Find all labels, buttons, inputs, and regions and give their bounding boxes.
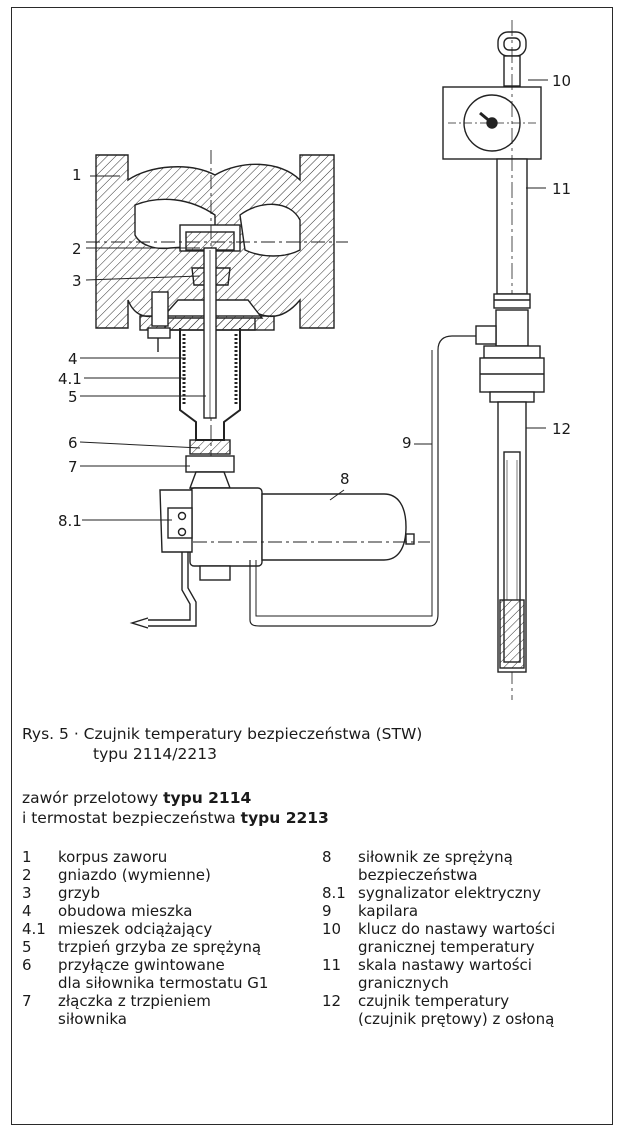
callout-12: 12 — [552, 420, 572, 438]
legend-text: grzyb — [58, 884, 318, 902]
scale-box — [442, 86, 542, 160]
legend-item: 5 trzpień grzyba ze sprężyną — [22, 938, 318, 956]
callout-10: 10 — [552, 72, 572, 90]
legend-item: 3 grzyb — [22, 884, 318, 902]
legend-text: obudowa mieszka — [58, 902, 318, 920]
legend-text-line: gniazdo (wymienne) — [58, 866, 211, 884]
sensor-well — [497, 401, 527, 673]
legend-number: 10 — [322, 920, 342, 938]
callout-4: 4 — [68, 350, 78, 368]
callout-1: 1 — [72, 166, 82, 184]
caption-line-2: typu 2114/2213 — [93, 745, 217, 763]
legend-text-line: mieszek odciążający — [58, 920, 213, 938]
legend-text-line: przyłącze gwintowane — [58, 956, 225, 974]
legend-text-line: klucz do nastawy wartości — [358, 920, 556, 938]
callout-7: 7 — [68, 458, 78, 476]
figure-subtitle: zawór przelotowy typu 2114 i termostat b… — [22, 788, 582, 828]
legend-text-line: dla siłownika termostatu G1 — [58, 974, 269, 992]
callout-9: 9 — [402, 434, 412, 452]
legend-item: 4.1 mieszek odciążający — [22, 920, 318, 938]
legend-text: gniazdo (wymienne) — [58, 866, 318, 884]
legend-text-line: grzyb — [58, 884, 100, 902]
legend-text: kapilara — [358, 902, 612, 920]
legend-item: 1 korpus zaworu — [22, 848, 318, 866]
legend-number: 6 — [22, 956, 32, 974]
subtitle-line-2: i termostat bezpieczeństwa — [22, 809, 241, 827]
legend-number: 2 — [22, 866, 32, 884]
legend-text: trzpień grzyba ze sprężyną — [58, 938, 318, 956]
figure-caption: Rys. 5 · Czujnik temperatury bezpieczeńs… — [22, 724, 582, 764]
callout-8-1: 8.1 — [58, 512, 82, 530]
legend-number: 8 — [322, 848, 332, 866]
legend-number: 4 — [22, 902, 32, 920]
setting-key — [497, 31, 527, 87]
legend-number: 11 — [322, 956, 342, 974]
legend-number: 3 — [22, 884, 32, 902]
legend-text: sygnalizator elektryczny — [358, 884, 612, 902]
legend-text-line: korpus zaworu — [58, 848, 168, 866]
legend-item: 12 czujnik temperatury(czujnik prętowy) z… — [322, 992, 612, 1028]
signaller — [129, 489, 197, 629]
callout-8: 8 — [340, 470, 350, 488]
actuator — [168, 487, 430, 581]
legend-number: 4.1 — [22, 920, 46, 938]
legend-number: 7 — [22, 992, 32, 1010]
subtitle-line-1-type: typu 2114 — [163, 789, 252, 807]
legend-number: 5 — [22, 938, 32, 956]
legend-text-line: złączka z trzpieniem — [58, 992, 211, 1010]
callout-2: 2 — [72, 240, 82, 258]
fitting — [475, 309, 545, 403]
legend-text-line: siłownik ze sprężyną — [358, 848, 513, 866]
callout-3: 3 — [72, 272, 82, 290]
legend-number: 1 — [22, 848, 32, 866]
legend-text-line: granicznej temperatury — [358, 938, 535, 956]
legend-text-line: skala nastawy wartości — [358, 956, 532, 974]
legend-item: 2 gniazdo (wymienne) — [22, 866, 318, 884]
figure-frame — [11, 7, 613, 1125]
caption-line-1: Rys. 5 · Czujnik temperatury bezpieczeńs… — [22, 725, 423, 743]
legend-text-line: czujnik temperatury — [358, 992, 510, 1010]
legend-text: czujnik temperatury(czujnik prętowy) z o… — [358, 992, 612, 1028]
legend-text-line: trzpień grzyba ze sprężyną — [58, 938, 262, 956]
legend-number: 9 — [322, 902, 332, 920]
callout-11: 11 — [552, 180, 572, 198]
callout-5: 5 — [68, 388, 78, 406]
legend-text: mieszek odciążający — [58, 920, 318, 938]
legend-text-line: sygnalizator elektryczny — [358, 884, 542, 902]
subtitle-line-1: zawór przelotowy — [22, 789, 164, 807]
legend-text-line: siłownika — [58, 1010, 127, 1028]
valve-body — [95, 154, 335, 331]
valve-thermostat-drawing — [79, 20, 548, 700]
legend-text-line: obudowa mieszka — [58, 902, 193, 920]
legend-text-line: bezpieczeństwa — [358, 866, 478, 884]
legend-item: 8.1 sygnalizator elektryczny — [322, 884, 612, 902]
callout-4-1: 4.1 — [58, 370, 82, 388]
legend-number: 8.1 — [322, 884, 346, 902]
coupling — [185, 439, 235, 489]
legend-text-line: granicznych — [358, 974, 449, 992]
legend-number: 12 — [322, 992, 342, 1010]
legend-text-line: kapilara — [358, 902, 419, 920]
legend-text: korpus zaworu — [58, 848, 318, 866]
legend-item: 4 obudowa mieszka — [22, 902, 318, 920]
callout-6: 6 — [68, 434, 78, 452]
legend-item: 9 kapilara — [322, 902, 612, 920]
legend-text-line: (czujnik prętowy) z osłoną — [358, 1010, 555, 1028]
subtitle-line-2-type: typu 2213 — [240, 809, 329, 827]
